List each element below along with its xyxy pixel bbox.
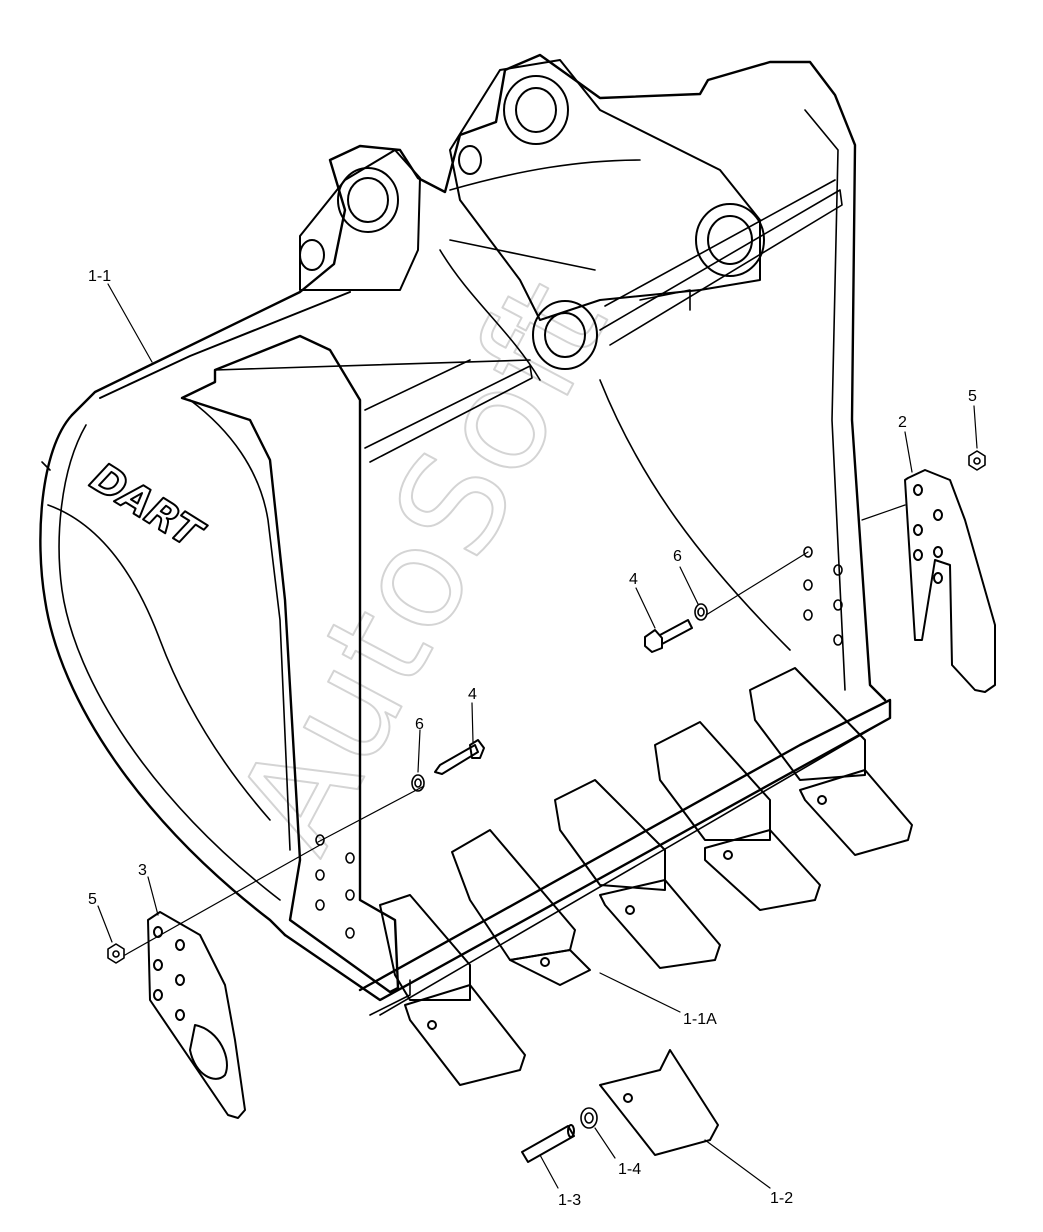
callout-6-upper: 6 [673,548,682,565]
callout-3: 3 [138,862,147,879]
pin-1-3 [521,1124,575,1163]
bolt-4-upper [644,619,693,653]
tooth-1-2 [599,1049,719,1156]
callout-5-left: 5 [88,891,97,908]
side-cutter-3 [147,911,246,1119]
callout-2: 2 [898,414,907,431]
callout-1-1a: 1-1A [683,1011,717,1028]
nut-5-right [968,450,986,471]
callout-4-upper: 4 [629,571,638,588]
bucket-body [39,53,892,1016]
callout-6-lower: 6 [415,716,424,733]
nut-5-left [107,943,125,964]
callout-4-lower: 4 [468,686,477,703]
leader-lines [97,283,978,1189]
washer-6-lower [411,774,425,792]
callout-1-3: 1-3 [558,1192,581,1209]
callout-1-4: 1-4 [618,1161,641,1178]
callout-1-1: 1-1 [88,268,111,285]
hinge-lugs [299,59,765,370]
bolt-4-lower [434,739,485,775]
callout-5-right: 5 [968,388,977,405]
washer-6-upper [694,603,708,621]
callout-1-2: 1-2 [770,1190,793,1207]
brand-logo: DART [83,454,212,558]
washer-1-4 [580,1107,598,1129]
side-cutter-2 [904,469,996,693]
callout-labels: 1-1 1-1A 1-2 1-3 1-4 2 3 4 4 5 5 6 6 [88,268,977,1209]
bucket-teeth [379,667,913,1086]
